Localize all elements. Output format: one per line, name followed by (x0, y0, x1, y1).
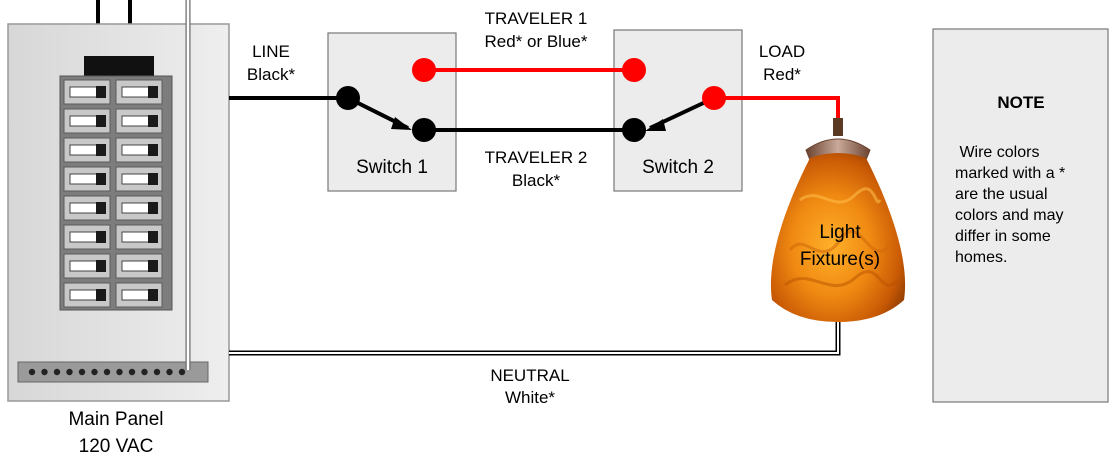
note-panel (932, 28, 1109, 403)
circuit-breaker (115, 166, 163, 192)
switch-2-common-terminal (702, 86, 726, 110)
circuit-breaker (115, 79, 163, 105)
circuit-breaker (115, 224, 163, 250)
line-wire: LINE Black* (229, 42, 348, 100)
note-line: colors and may (955, 207, 1064, 224)
neutral-terminal-screw (166, 368, 173, 376)
panel-title: Main Panel (68, 409, 163, 430)
traveler-1-label: TRAVELER 1 (485, 9, 588, 28)
load-color-label: Red* (763, 65, 801, 84)
main-panel: Main Panel 120 VAC (7, 0, 230, 457)
neutral-terminal-screw (91, 368, 98, 376)
circuit-breaker (63, 195, 111, 221)
note-line: marked with a * (955, 165, 1065, 182)
circuit-breaker (63, 224, 111, 250)
line-color-label: Black* (247, 65, 296, 84)
circuit-breaker (115, 282, 163, 308)
fixture-label-line1: Light (819, 222, 861, 243)
traveler-1-wire: TRAVELER 1 Red* or Blue* (422, 9, 634, 72)
load-wire: LOAD Red* (714, 42, 840, 120)
switch-2-plate (613, 29, 743, 192)
switch-2-traveler-1-terminal (622, 58, 646, 82)
circuit-breaker (63, 166, 111, 192)
switch-1-common-terminal (336, 86, 360, 110)
neutral-bar (17, 361, 209, 383)
circuit-breaker (63, 282, 111, 308)
traveler-2-color-label: Black* (512, 171, 561, 190)
line-label: LINE (252, 42, 290, 61)
neutral-terminal-screw (28, 368, 36, 376)
note-line: homes. (955, 249, 1007, 266)
switch-2-traveler-2-terminal (622, 118, 646, 142)
circuit-breaker (115, 137, 163, 163)
switch-2: Switch 2 (613, 29, 743, 192)
neutral-terminal-screw (103, 368, 111, 376)
note-line: differ in some (955, 228, 1051, 245)
neutral-terminal-screw (141, 368, 148, 376)
switch-1-traveler-2-terminal (412, 118, 436, 142)
switch-1: Switch 1 (327, 32, 457, 192)
fixture-socket (833, 118, 843, 136)
neutral-terminals (28, 368, 186, 376)
breaker-grid (63, 79, 163, 308)
circuit-breaker (115, 195, 163, 221)
neutral-terminal-screw (41, 368, 48, 376)
note-box: NOTE Wire colors marked with a * are the… (932, 28, 1109, 403)
neutral-terminal-screw (53, 368, 61, 376)
neutral-terminal-screw (78, 368, 86, 376)
neutral-terminal-screw (116, 368, 123, 376)
traveler-2-label: TRAVELER 2 (485, 148, 588, 167)
switch-1-traveler-1-terminal (412, 58, 436, 82)
panel-voltage: 120 VAC (79, 436, 154, 457)
circuit-breaker (63, 79, 111, 105)
neutral-label: NEUTRAL (490, 366, 569, 385)
switch-1-label: Switch 1 (356, 157, 428, 178)
fixture-label-line2: Fixture(s) (800, 249, 880, 270)
neutral-terminal-screw (178, 368, 186, 376)
neutral-terminal-screw (153, 368, 161, 376)
circuit-breaker (115, 253, 163, 279)
switch-2-label: Switch 2 (642, 157, 714, 178)
note-line: are the usual (955, 186, 1048, 203)
traveler-1-color-label: Red* or Blue* (484, 32, 587, 51)
traveler-2-wire: TRAVELER 2 Black* (424, 128, 634, 190)
circuit-breaker (115, 108, 163, 134)
circuit-breaker (63, 108, 111, 134)
load-label: LOAD (759, 42, 805, 61)
neutral-terminal-screw (66, 368, 73, 376)
neutral-terminal-screw (128, 368, 136, 376)
neutral-wire: NEUTRAL White* (229, 322, 841, 407)
neutral-color-label: White* (505, 388, 555, 407)
note-line: Wire colors (955, 144, 1039, 161)
note-title: NOTE (997, 93, 1044, 112)
main-breaker-block (84, 56, 154, 76)
circuit-breaker (63, 137, 111, 163)
switch-1-plate (327, 32, 457, 192)
light-fixture: Light Fixture(s) (770, 118, 906, 322)
circuit-breaker (63, 253, 111, 279)
